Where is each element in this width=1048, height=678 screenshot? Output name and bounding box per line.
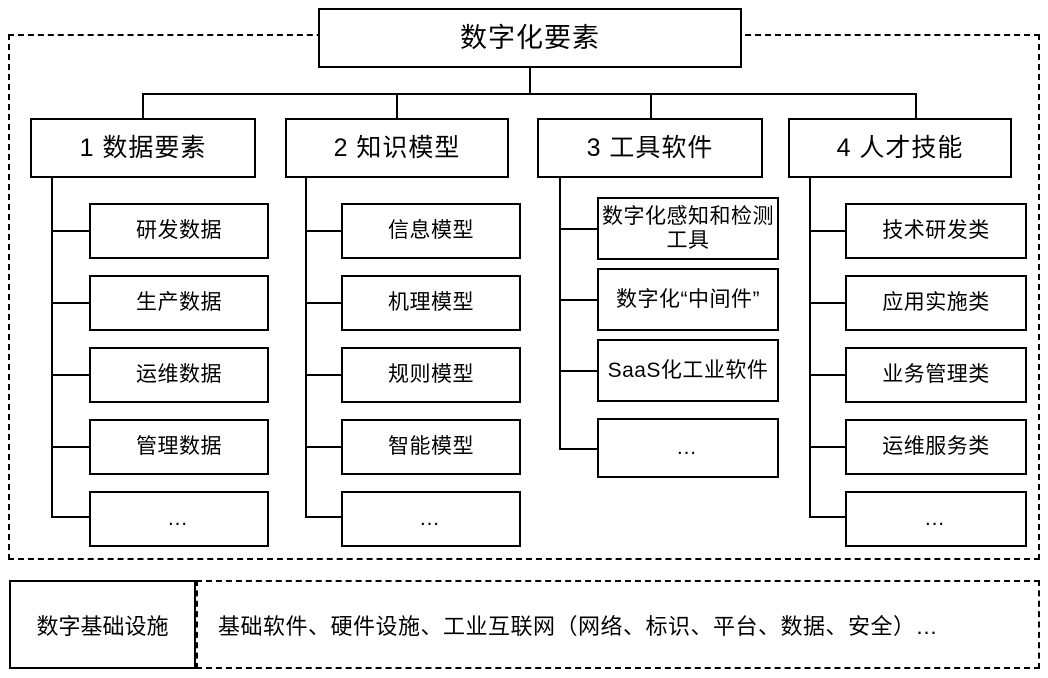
leaf-label-1-3: 运维数据 [136,363,222,387]
category-box-1: 1 数据要素 [30,118,256,178]
leaf-box-3-3: SaaS化工业软件 [597,339,779,402]
leaf-label-2-2: 机理模型 [388,291,474,315]
stub-1-3 [51,374,91,376]
category-label-4: 4 人才技能 [836,134,964,162]
stub-1-2 [51,302,91,304]
leaf-box-1-3: 运维数据 [89,347,269,403]
leaf-box-4-1: 技术研发类 [845,203,1027,259]
leaf-label-3-4: … [676,436,700,460]
leaf-box-1-1: 研发数据 [89,203,269,259]
leaf-label-4-5: … [924,507,948,531]
leaf-label-2-5: … [419,507,443,531]
leaf-box-3-4: … [597,418,779,478]
leaf-label-1-2: 生产数据 [136,291,222,315]
connector-bus-to-category-3 [650,93,652,118]
root-node-label: 数字化要素 [460,22,600,53]
leaf-box-4-5: … [845,491,1027,547]
stub-2-3 [305,374,343,376]
infrastructure-content: 基础软件、硬件设施、工业互联网（网络、标识、平台、数据、安全）… [204,580,1036,669]
leaf-box-4-4: 运维服务类 [845,419,1027,475]
leaf-box-2-2: 机理模型 [341,275,521,331]
leaf-box-2-4: 智能模型 [341,419,521,475]
connector-bus-to-category-1 [142,93,144,118]
infrastructure-label: 数字基础设施 [36,613,169,639]
leaf-label-3-1: 数字化感知和检测工具 [602,204,774,252]
stub-4-2 [809,302,847,304]
stub-1-1 [51,230,91,232]
leaf-label-2-4: 智能模型 [388,435,474,459]
leaf-label-1-1: 研发数据 [136,219,222,243]
leaf-box-1-5: … [89,491,269,547]
connector-bus-to-category-2 [396,93,398,118]
stub-3-2 [559,299,599,301]
stub-2-4 [305,446,343,448]
stub-4-4 [809,446,847,448]
stub-1-5 [51,516,91,518]
leaf-box-3-1: 数字化感知和检测工具 [597,197,779,260]
leaf-box-3-2: 数字化“中间件” [597,268,779,331]
category-label-1: 1 数据要素 [79,134,207,162]
spine-column-4 [809,178,811,516]
spine-column-1 [51,178,53,516]
category-label-3: 3 工具软件 [586,134,714,162]
stub-3-1 [559,228,599,230]
category-box-2: 2 知识模型 [285,118,509,178]
leaf-label-4-1: 技术研发类 [882,219,990,243]
leaf-label-3-2: 数字化“中间件” [616,287,760,311]
leaf-box-1-2: 生产数据 [89,275,269,331]
infrastructure-dashed-container [196,580,1040,669]
stub-2-2 [305,302,343,304]
leaf-box-2-1: 信息模型 [341,203,521,259]
leaf-label-3-3: SaaS化工业软件 [607,358,769,382]
connector-root-stem [529,68,531,93]
leaf-box-4-2: 应用实施类 [845,275,1027,331]
leaf-label-4-4: 运维服务类 [882,435,990,459]
category-box-3: 3 工具软件 [537,118,763,178]
stub-3-4 [559,448,599,450]
spine-column-3 [559,178,561,448]
leaf-box-4-3: 业务管理类 [845,347,1027,403]
leaf-box-1-4: 管理数据 [89,419,269,475]
stub-4-1 [809,230,847,232]
stub-2-5 [305,516,343,518]
spine-column-2 [305,178,307,516]
leaf-label-2-1: 信息模型 [388,219,474,243]
leaf-label-4-2: 应用实施类 [882,291,990,315]
leaf-label-2-3: 规则模型 [388,363,474,387]
leaf-label-1-4: 管理数据 [136,435,222,459]
root-node-digital-elements: 数字化要素 [318,8,742,68]
stub-4-5 [809,516,847,518]
category-label-2: 2 知识模型 [333,134,461,162]
connector-bus-to-category-4 [915,93,917,118]
category-box-4: 4 人才技能 [788,118,1012,178]
leaf-box-2-5: … [341,491,521,547]
stub-3-3 [559,370,599,372]
stub-1-4 [51,446,91,448]
infrastructure-label-box: 数字基础设施 [9,580,196,669]
leaf-box-2-3: 规则模型 [341,347,521,403]
infrastructure-content-text: 基础软件、硬件设施、工业互联网（网络、标识、平台、数据、安全）… [218,613,939,639]
connector-category-bus [142,93,917,95]
leaf-label-1-5: … [167,507,191,531]
leaf-label-4-3: 业务管理类 [882,363,990,387]
stub-2-1 [305,230,343,232]
stub-4-3 [809,374,847,376]
